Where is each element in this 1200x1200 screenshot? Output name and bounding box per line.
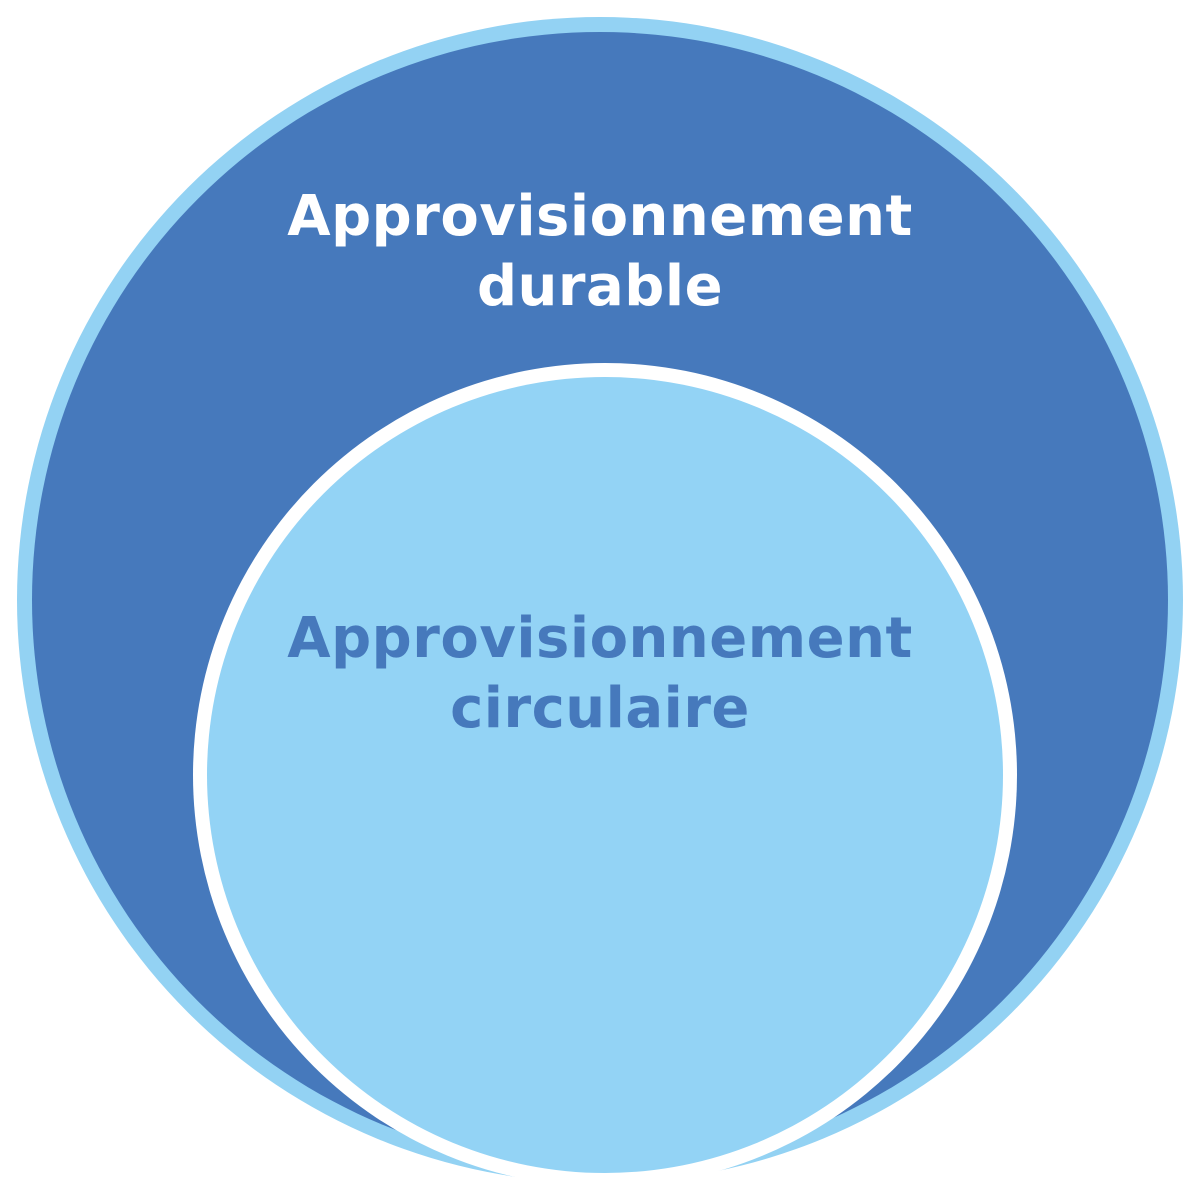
inner-label-line2: circulaire <box>450 676 750 741</box>
inner-circle-label: Approvisionnement circulaire <box>0 604 1200 744</box>
outer-circle-label: Approvisionnement durable <box>0 182 1200 322</box>
inner-circle <box>207 377 1003 1173</box>
outer-label-line2: durable <box>476 254 724 319</box>
inner-label-line1: Approvisionnement <box>287 606 913 671</box>
outer-label-line1: Approvisionnement <box>287 184 913 249</box>
